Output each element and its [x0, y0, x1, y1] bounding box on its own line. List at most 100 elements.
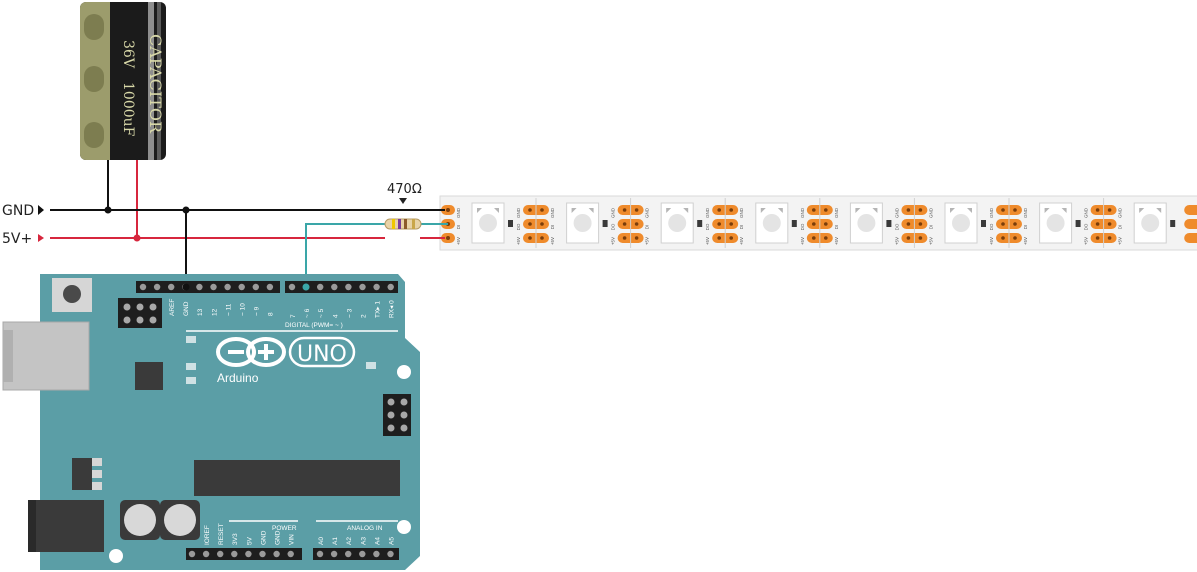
strip-pad-label: DO	[516, 223, 521, 230]
power-header-label: POWER	[272, 525, 297, 532]
header-pin[interactable]	[287, 550, 294, 558]
header-pin[interactable]	[139, 283, 147, 291]
header-pin[interactable]	[273, 550, 280, 558]
header-pin[interactable]	[330, 550, 338, 558]
led-lens	[479, 214, 497, 232]
reset-button-cap	[63, 285, 81, 303]
strip-pad-label: GND	[739, 207, 744, 218]
pin-label: RX◂ 0	[389, 300, 396, 318]
pin-label: ~ 3	[346, 308, 353, 318]
strip-pad-label: GND	[1023, 207, 1028, 218]
header-analog	[313, 548, 399, 560]
header-digital	[285, 281, 398, 293]
strip-pad-label: DI	[645, 225, 650, 230]
gnd-junction	[104, 206, 112, 214]
strip-pad-label: DI	[456, 225, 461, 230]
header-pin[interactable]	[231, 550, 238, 558]
pin-label: 12	[211, 308, 218, 316]
strip-pad-label: GND	[550, 207, 555, 218]
pin-label: A4	[374, 537, 381, 545]
header-pin[interactable]	[345, 283, 352, 291]
led-l	[186, 336, 196, 343]
header-pin[interactable]	[359, 550, 366, 558]
header-pin[interactable]	[373, 283, 380, 291]
strip-pad-label: +5V	[645, 237, 650, 245]
header-pin[interactable]	[259, 550, 266, 558]
header-pin[interactable]	[238, 283, 245, 291]
strip-cut-pad	[1184, 205, 1197, 215]
resistor-value: 470Ω	[387, 182, 422, 197]
resistor-body	[384, 218, 422, 230]
header-pin[interactable]	[245, 550, 252, 558]
header-pin[interactable]	[316, 550, 324, 558]
gnd-arrow-icon	[38, 205, 44, 215]
pin-label: RESET	[218, 523, 225, 545]
vcc-rail-label: 5V+	[2, 231, 32, 247]
pin-label: 2	[361, 314, 368, 318]
header-pin[interactable]	[288, 283, 296, 291]
pin-label: GND	[183, 301, 190, 316]
strip-pad-label: DO	[800, 223, 805, 230]
header-pin[interactable]	[224, 283, 231, 291]
pin-label: GND	[275, 530, 282, 545]
analog-header-label: ANALOG IN	[347, 525, 383, 532]
header-pin[interactable]	[153, 283, 161, 291]
pin-label: 4	[332, 314, 339, 318]
strip-pad-label: GND	[1118, 207, 1123, 218]
strip-pad-label: +5V	[611, 237, 616, 245]
header-pin[interactable]	[196, 283, 203, 291]
capacitor-value: 1000uF	[120, 82, 136, 137]
pin-label: 3V3	[232, 533, 239, 545]
strip-pad-label: +5V	[550, 237, 555, 245]
arduino-uno: UNO Arduino DIGITAL (PWM= ~ )	[2, 274, 420, 570]
strip-pad-label: GND	[1084, 207, 1089, 218]
pin-label: VIN	[289, 534, 296, 545]
strip-smd	[1170, 220, 1176, 227]
pin-label: ~ 11	[225, 303, 232, 316]
voltage-regulator	[72, 458, 92, 490]
strip-pad-label: +5V	[516, 237, 521, 245]
pin-label: 8	[268, 312, 275, 316]
header-pin[interactable]	[387, 550, 394, 558]
pin-label: A0	[318, 537, 325, 545]
header-pin[interactable]	[359, 283, 366, 291]
usb-port	[2, 321, 90, 391]
header-pin[interactable]	[266, 283, 274, 291]
header-pin[interactable]	[210, 283, 217, 291]
strip-pad-label: GND	[516, 207, 521, 218]
header-pin[interactable]	[168, 283, 175, 291]
header-pin[interactable]	[217, 550, 224, 558]
strip-pad-label: GND	[456, 207, 461, 218]
strip-smd	[791, 220, 797, 227]
strip-pad-label: +5V	[705, 237, 710, 245]
header-pin[interactable]	[387, 283, 394, 291]
pin-label: GND	[260, 530, 267, 545]
strip-pad-label: DI	[739, 225, 744, 230]
pin-label: A1	[332, 537, 339, 545]
strip-pad-label: GND	[645, 207, 650, 218]
strip-pad-label: +5V	[800, 237, 805, 245]
vcc-junction	[133, 234, 141, 242]
pin-label: ~ 10	[240, 303, 247, 316]
header-power	[186, 548, 302, 560]
header-pin[interactable]	[252, 283, 259, 291]
mount-hole	[397, 365, 411, 379]
header-pin[interactable]	[202, 550, 210, 558]
strip-pad-label: +5V	[739, 237, 744, 245]
header-pin[interactable]	[188, 550, 196, 558]
header-pin[interactable]	[373, 550, 380, 558]
header-pin[interactable]	[345, 550, 352, 558]
strip-smd	[602, 220, 608, 227]
strip-pad-label: +5V	[834, 237, 839, 245]
led-lens	[857, 214, 876, 232]
pin-label: IOREF	[204, 525, 211, 545]
strip-pad-label: +5V	[1118, 237, 1123, 245]
led-tx	[186, 363, 196, 370]
header-pin[interactable]	[331, 283, 338, 291]
arduino-logo: UNO Arduino	[216, 336, 356, 385]
header-pin[interactable]	[317, 283, 324, 291]
strip-pad-label: GND	[705, 207, 710, 218]
resistor-pointer-icon	[399, 198, 407, 204]
strip-pad-label: DI	[1118, 225, 1123, 230]
